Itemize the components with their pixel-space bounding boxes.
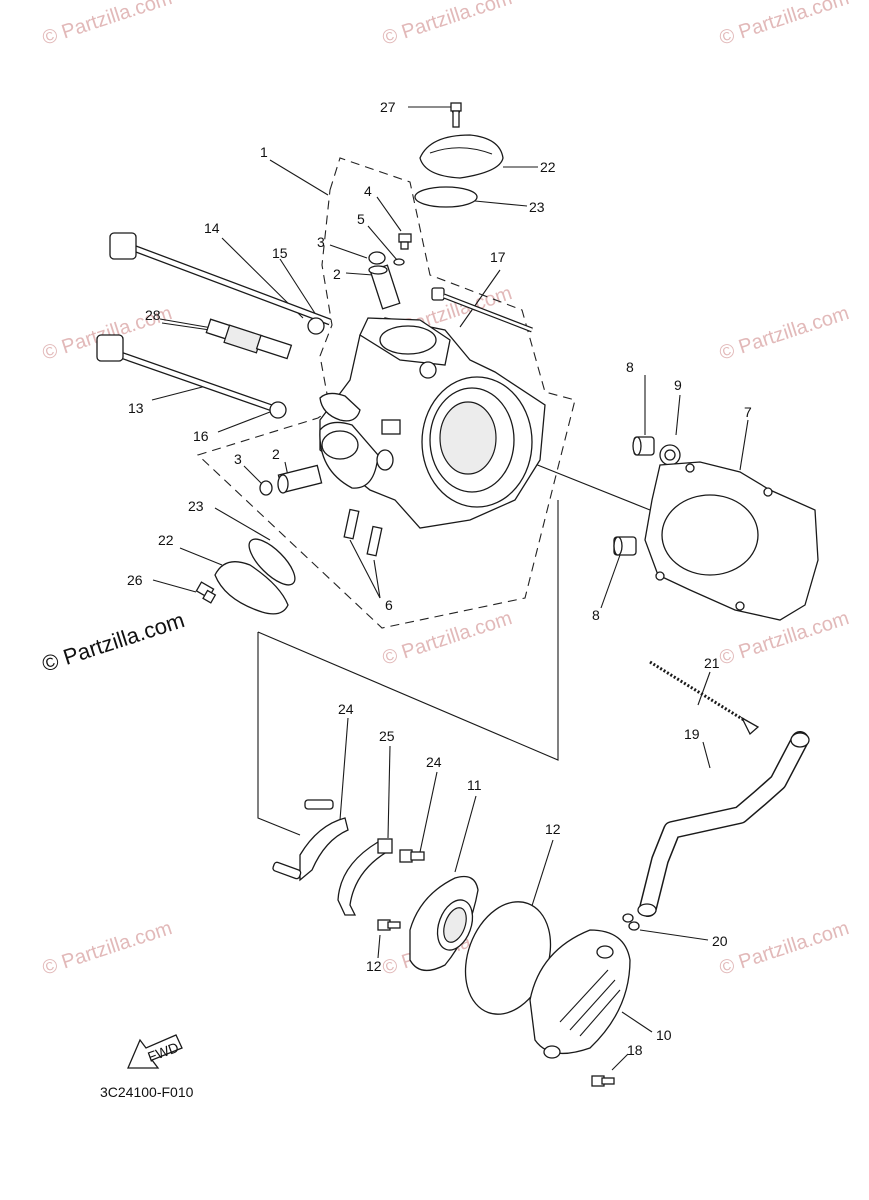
spark-plug-part-28 bbox=[205, 318, 293, 360]
cap-part-22-lower bbox=[214, 561, 289, 615]
watermark: © Partzilla.com bbox=[40, 917, 175, 980]
callout-18: 18 bbox=[627, 1042, 643, 1058]
bolt-part-24-top bbox=[450, 102, 462, 128]
o-ring-part-3-top bbox=[368, 251, 386, 265]
watermark: © Partzilla.com bbox=[380, 0, 515, 50]
callout-8-upper: 8 bbox=[626, 359, 634, 375]
callout-5: 5 bbox=[357, 211, 365, 227]
o-ring-part-9 bbox=[659, 444, 681, 466]
washer-part-12-upper bbox=[307, 317, 325, 335]
watermark: © Partzilla.com bbox=[717, 0, 852, 50]
callout-1: 1 bbox=[260, 144, 268, 160]
callout-15: 11 bbox=[467, 777, 482, 793]
callout-2-lower: 2 bbox=[272, 446, 280, 462]
head-gasket-part-7 bbox=[644, 461, 819, 621]
bolt-part-13 bbox=[431, 287, 533, 333]
callout-10: 13 bbox=[128, 400, 144, 416]
callout-21: 21 bbox=[704, 655, 720, 671]
dowel-part-2-lower bbox=[277, 464, 323, 494]
callout-19: 19 bbox=[684, 726, 700, 742]
bolt-part-4 bbox=[398, 233, 412, 250]
stud-bolt-part-10 bbox=[96, 334, 274, 412]
dowel-part-8-upper bbox=[632, 436, 655, 456]
washer-part-12-lower bbox=[269, 401, 287, 419]
watermark-prominent: © Partzilla.com bbox=[39, 607, 188, 677]
watermark: © Partzilla.com bbox=[380, 607, 515, 670]
callout-4: 4 bbox=[364, 183, 372, 199]
callout-22-lower: 22 bbox=[158, 532, 174, 548]
clamp-band-part-21 bbox=[649, 660, 760, 736]
cam-cover-group-outline bbox=[257, 500, 559, 836]
cover-plate-part-15 bbox=[409, 875, 479, 972]
clip-part-20 bbox=[622, 913, 640, 931]
callout-24-lower: 26 bbox=[127, 572, 143, 588]
callout-2-top: 2 bbox=[333, 266, 341, 282]
callout-labels: 27 22 23 1 4 5 3 2 14 15 17 28 13 16 8 9… bbox=[127, 99, 752, 1058]
callout-3-top: 3 bbox=[317, 234, 325, 250]
stud-part-6 bbox=[343, 508, 383, 557]
cover-part-14 bbox=[529, 929, 631, 1059]
assembly-outlines bbox=[196, 157, 576, 836]
cylinder-head-assembly-outline bbox=[196, 157, 576, 629]
callout-3-lower: 3 bbox=[234, 451, 242, 467]
watermark: © Partzilla.com bbox=[717, 917, 852, 980]
callout-22-top: 22 bbox=[540, 159, 556, 175]
bolt-part-16 bbox=[377, 919, 401, 931]
stud-bolt-part-11 bbox=[109, 232, 332, 326]
bolt-part-18 bbox=[591, 1075, 615, 1087]
bolt-part-26 bbox=[399, 849, 425, 863]
o-ring-part-23-lower bbox=[248, 538, 296, 586]
callout-17: 12 bbox=[545, 821, 561, 837]
callout-25: 24 bbox=[338, 701, 354, 717]
washer-part-5 bbox=[393, 258, 405, 266]
callout-11: 14 bbox=[204, 220, 220, 236]
o-ring-part-23-top bbox=[414, 186, 478, 208]
callout-20: 20 bbox=[712, 933, 728, 949]
callout-28: 28 bbox=[145, 307, 161, 323]
fwd-label: FWD bbox=[145, 1039, 180, 1065]
watermark: © Partzilla.com bbox=[717, 302, 852, 365]
breather-hose-part-19 bbox=[637, 731, 810, 917]
callout-8-lower: 8 bbox=[592, 607, 600, 623]
callout-6: 6 bbox=[385, 597, 393, 613]
watermark: © Partzilla.com bbox=[40, 0, 175, 50]
callout-14: 10 bbox=[656, 1027, 672, 1043]
parts: FWD bbox=[96, 102, 819, 1087]
callout-24-top: 27 bbox=[380, 99, 396, 115]
callout-27: 25 bbox=[379, 728, 395, 744]
dowel-part-8-lower bbox=[613, 536, 637, 556]
callout-13: 17 bbox=[490, 249, 506, 265]
cylinder-head-part-1 bbox=[319, 317, 546, 529]
callout-9: 9 bbox=[674, 377, 682, 393]
callout-23-lower: 23 bbox=[188, 498, 204, 514]
callout-26: 24 bbox=[426, 754, 442, 770]
catalog-code: 3C24100-F010 bbox=[100, 1084, 194, 1100]
callout-12-upper: 15 bbox=[272, 245, 288, 261]
cap-part-22-top bbox=[419, 134, 504, 179]
clip-part-27 bbox=[337, 838, 393, 916]
forward-direction-arrow: FWD bbox=[127, 1034, 183, 1069]
callout-7: 7 bbox=[744, 404, 752, 420]
callout-23-top: 23 bbox=[529, 199, 545, 215]
dowel-part-2-top bbox=[368, 264, 401, 310]
callout-12-lower: 16 bbox=[193, 428, 209, 444]
bracket-part-25 bbox=[272, 799, 349, 882]
callout-16: 12 bbox=[366, 958, 382, 974]
bolt-part-24-lower bbox=[195, 581, 217, 604]
o-ring-part-3-lower bbox=[259, 480, 273, 496]
